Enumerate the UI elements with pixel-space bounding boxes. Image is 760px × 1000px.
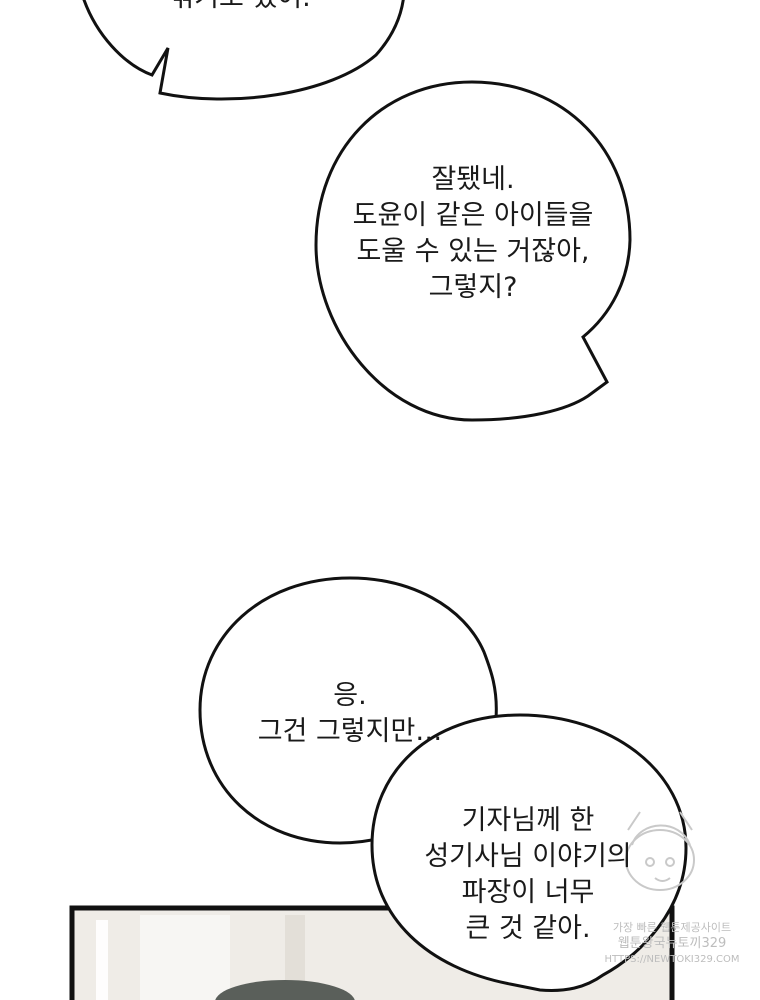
bubble-1-line-2: 도윤이 같은 아이들을 bbox=[352, 200, 594, 231]
speech-bubble-1 bbox=[314, 80, 632, 422]
bubble-3-line-1: 기자님께 한 bbox=[461, 805, 595, 836]
watermark-line-1: 가장 빠른 웹툰제공사이트 bbox=[612, 921, 732, 934]
bubble-1-line-4: 그렇지? bbox=[428, 272, 518, 303]
bubble-3-text: 기자님께 한 성기사님 이야기의 파장이 너무 큰 것 같아. bbox=[388, 803, 668, 947]
bubble-top-line: 섞기도 했어. bbox=[150, 0, 330, 16]
bubble-top-text: 섞기도 했어. bbox=[150, 0, 330, 16]
bubble-2-line-2: 그건 그렇지만… bbox=[257, 716, 443, 747]
bubble-2-text: 응. 그건 그렇지만… bbox=[215, 678, 485, 750]
speech-bubble-3 bbox=[370, 713, 688, 992]
bubble-1-line-1: 잘됐네. bbox=[431, 164, 515, 195]
watermark-url: HTTPS://NEWTOKI329.COM bbox=[604, 954, 740, 965]
speech-bubble-top bbox=[82, 0, 405, 101]
bubble-3-line-2: 성기사님 이야기의 bbox=[424, 841, 632, 872]
watermark: 가장 빠른 웹툰제공사이트 웹툰왕국뉴토끼329 HTTPS://NEWTOKI… bbox=[592, 920, 752, 967]
bubble-2-line-1: 응. bbox=[333, 680, 367, 711]
watermark-line-2: 웹툰왕국뉴토끼329 bbox=[617, 936, 727, 951]
bubble-3-line-4: 큰 것 같아. bbox=[465, 913, 591, 944]
bubble-1-text: 잘됐네. 도윤이 같은 아이들을 도울 수 있는 거잖아, 그렇지? bbox=[318, 162, 628, 306]
bubble-1-line-3: 도울 수 있는 거잖아, bbox=[356, 236, 590, 267]
watermark-mascot-icon bbox=[625, 811, 695, 891]
bubble-3-line-3: 파장이 너무 bbox=[461, 877, 595, 908]
